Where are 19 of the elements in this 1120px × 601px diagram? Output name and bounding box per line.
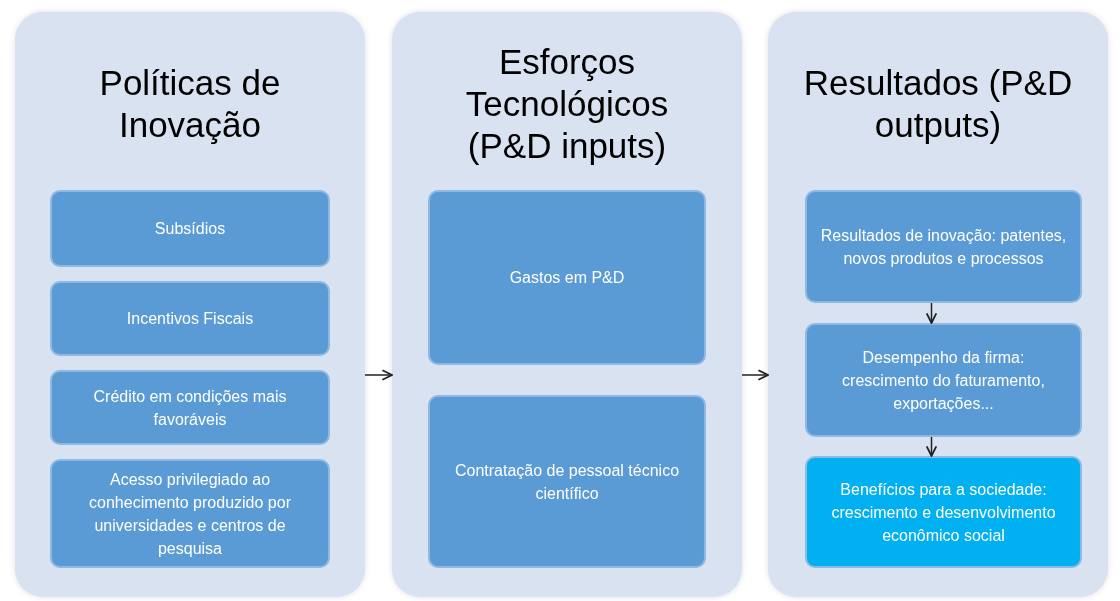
process-box: Crédito em condições mais favoráveis <box>50 370 330 445</box>
process-box: Acesso privilegiado ao conhecimento produzido por universidades e centros de pesquisa <box>50 459 330 568</box>
arrow <box>364 369 393 381</box>
process-box: Gastos em P&D <box>428 190 706 365</box>
column-panel <box>15 12 365 597</box>
arrow <box>925 436 938 457</box>
process-box: Resultados de inovação: patentes, novos produtos e processos <box>805 190 1082 303</box>
column-heading: Políticas de Inovação <box>98 62 282 146</box>
process-box: Desempenho da firma: crescimento do faturamento, exportações... <box>805 323 1082 437</box>
process-box: Incentivos Fiscais <box>50 281 330 356</box>
column-panel <box>392 12 742 597</box>
process-box: Benefícios para a sociedade: crescimento e desenvolvimento econômico social <box>805 456 1082 568</box>
column-panel <box>768 12 1108 597</box>
arrow <box>925 302 938 324</box>
column-heading: Resultados (P&D outputs) <box>802 62 1074 146</box>
arrow <box>741 369 769 381</box>
process-box: Subsídios <box>50 190 330 267</box>
process-box: Contratação de pessoal técnico científico <box>428 395 706 568</box>
column-heading: Esforços Tecnológicos (P&D inputs) <box>464 41 670 167</box>
